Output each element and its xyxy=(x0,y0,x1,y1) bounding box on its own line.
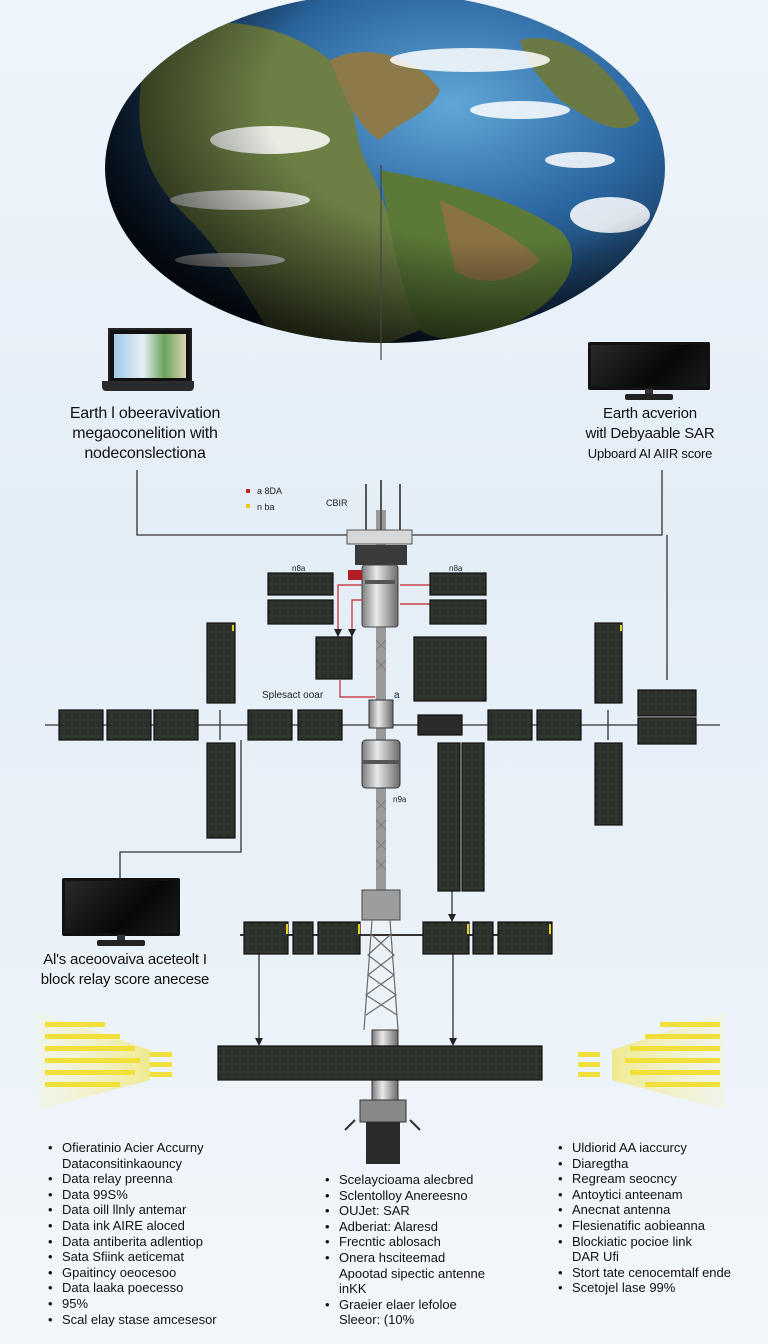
signal-beam-right xyxy=(578,1012,725,1110)
list-item: Data relay preenna xyxy=(48,1171,217,1187)
list-item: Blockiatic pocioe link xyxy=(558,1234,731,1250)
list-item: Sata Sfiink aeticemat xyxy=(48,1249,217,1265)
list-item: Data 99S% xyxy=(48,1187,217,1203)
splice-label: Splesact ooar xyxy=(262,690,324,701)
satellite-structure xyxy=(38,470,725,1164)
label-line: Earth acverion xyxy=(603,405,697,422)
list-center: Scelaycioama alecbred Sclentolloy Aneree… xyxy=(325,1172,485,1328)
tag-left: n8a xyxy=(292,564,306,573)
list-item: Onera hsciteemad xyxy=(325,1250,485,1266)
list-item: Data ink AIRE aloced xyxy=(48,1218,217,1234)
list-item: Apootad sipectic antenne xyxy=(339,1265,485,1281)
label-line: Upboard AI AIIR score xyxy=(587,446,713,461)
list-item: Sleeor: (10% xyxy=(339,1312,415,1328)
label-line: megaoconelition with xyxy=(72,425,218,442)
label-line: Earth l obeeravivation xyxy=(69,405,221,422)
list-item: DAR Ufi xyxy=(572,1249,619,1265)
label-line: nodeconslectiona xyxy=(84,445,206,462)
list-item: Adberiat: Alaresd xyxy=(325,1219,485,1235)
signal-beam-left xyxy=(38,1012,172,1110)
small-label-2: n9a xyxy=(393,795,407,804)
label-left-top: Earth l obeeravivation megaoconelition w… xyxy=(50,404,240,464)
list-item: Data laaka poecesso xyxy=(48,1280,217,1296)
list-item: inKK xyxy=(339,1281,367,1297)
list-item: Graeier elaer lefoloe xyxy=(325,1297,485,1313)
legend-yellow-swatch xyxy=(246,504,250,508)
label-left-bottom: Al's aceoovaiva aceteolt I block relay s… xyxy=(20,950,230,990)
list-left: Ofieratinio Acier Accurny Dataconsitinka… xyxy=(48,1140,217,1327)
list-item: Dataconsitinkaouncy xyxy=(62,1155,182,1171)
label-line: witl Debyaable SAR xyxy=(585,425,715,442)
monitor-icon-bottom-left xyxy=(62,878,180,946)
list-item: Antoytici anteenam xyxy=(558,1187,731,1203)
cbir-label: CBIR xyxy=(326,498,348,508)
list-right: Uldiorid AA iaccurcy Diaregtha Regream s… xyxy=(558,1140,731,1296)
list-item: Data oill llnly antemar xyxy=(48,1202,217,1218)
legend-label-2: n ba xyxy=(257,502,275,512)
list-item: Stort tate cenocemtalf ende xyxy=(558,1265,731,1281)
solar-panels xyxy=(58,572,697,1081)
tag-right: n8a xyxy=(449,564,463,573)
list-item: Data antiberita adlentiop xyxy=(48,1234,217,1250)
list-item: Gpaitincy oeocesoo xyxy=(48,1265,217,1281)
list-item: Ofieratinio Acier Accurny xyxy=(48,1140,217,1156)
legend-label-1: a 8DA xyxy=(257,486,283,496)
small-label-1: a xyxy=(394,690,400,701)
list-item: Scal elay stase amcesesor xyxy=(48,1312,217,1328)
list-item: Scetojel lase 99% xyxy=(558,1280,731,1296)
list-item: Regream seocncy xyxy=(558,1171,731,1187)
list-item: Frecntic ablosach xyxy=(325,1234,485,1250)
list-item: Diaregtha xyxy=(558,1156,731,1172)
laptop-icon xyxy=(102,328,194,394)
legend-red-swatch xyxy=(246,489,250,493)
label-line: block relay score anecese xyxy=(40,971,210,988)
list-item: 95% xyxy=(48,1296,217,1312)
monitor-icon-top-right xyxy=(588,342,710,400)
label-line: Al's aceoovaiva aceteolt I xyxy=(43,951,207,968)
list-item: Uldiorid AA iaccurcy xyxy=(558,1140,731,1156)
list-item: Flesienatific aobieanna xyxy=(558,1218,731,1234)
label-right-top: Earth acverion witl Debyaable SAR Upboar… xyxy=(560,404,740,464)
list-item: Scelaycioama alecbred xyxy=(325,1172,485,1188)
list-item: Anecnat antenna xyxy=(558,1202,731,1218)
list-item: Sclentolloy Anereesno xyxy=(325,1188,485,1204)
list-item: OUJet: SAR xyxy=(325,1203,485,1219)
earth-globe xyxy=(105,0,665,360)
